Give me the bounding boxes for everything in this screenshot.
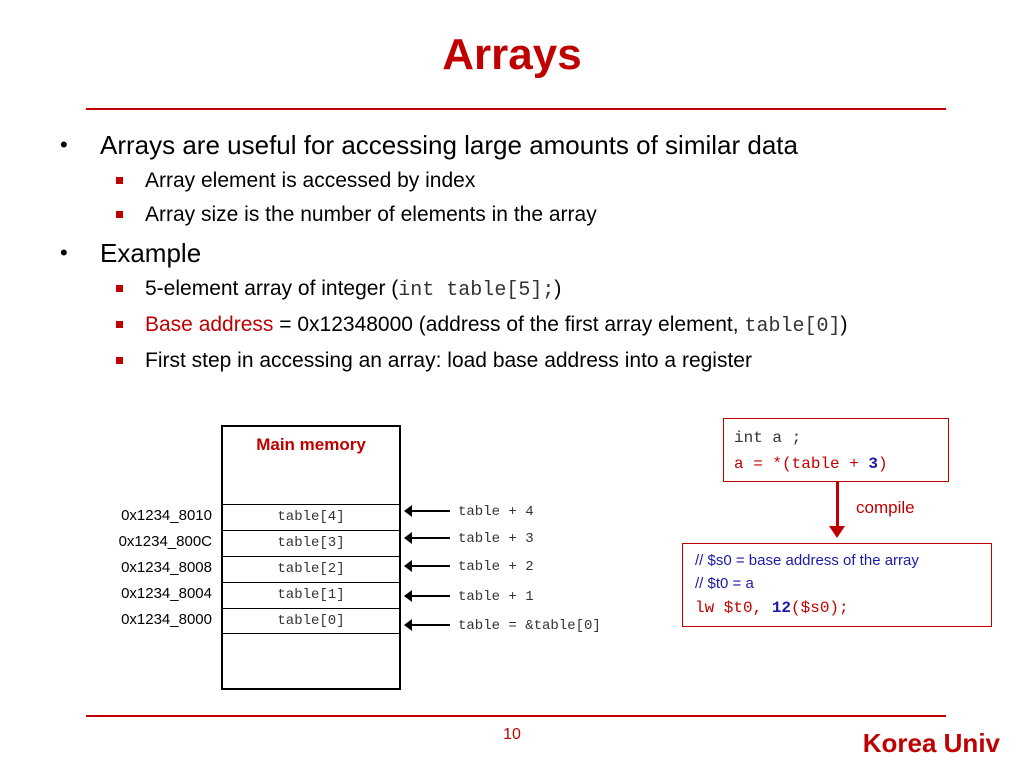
pointer-label: table + 4 <box>458 504 534 520</box>
memory-cell: table[3] <box>223 530 399 556</box>
assembly-code-box: // $s0 = base address of the array // $t… <box>682 543 992 627</box>
pointer-annotation: table = &table[0] <box>404 616 601 636</box>
slide-title: Arrays <box>442 30 582 79</box>
inline-code: table[0] <box>744 315 841 338</box>
asm-fragment: ($s0); <box>791 599 849 617</box>
memory-address: 0x1234_800C <box>118 533 212 550</box>
code-line: a = *(table + 3) <box>734 451 938 477</box>
sub-bullet-text: 5-element array of integer ( <box>145 277 399 300</box>
footer-brand: Korea Univ <box>862 728 1000 758</box>
memory-address: 0x1234_8000 <box>121 611 212 628</box>
memory-address: 0x1234_8004 <box>121 585 212 602</box>
code-fragment: a = *(table + <box>734 455 869 473</box>
memory-cell: table[0] <box>223 608 399 634</box>
sub-bullet-text: ) <box>840 313 848 336</box>
bullet-dot-icon: • <box>60 240 68 265</box>
bullet-list: • Arrays are useful for accessing large … <box>58 126 998 376</box>
pointer-annotation: table + 2 <box>404 557 534 577</box>
asm-comment: // $t0 = a <box>695 575 754 592</box>
square-bullet-icon <box>116 321 123 328</box>
memory-address: 0x1234_8008 <box>121 559 212 576</box>
bullet-item: • Example <box>58 236 998 270</box>
code-number: 3 <box>868 455 879 473</box>
pointer-annotation: table + 1 <box>404 587 534 607</box>
pointer-annotation: table + 4 <box>404 502 534 522</box>
sub-bullet-item: Array element is accessed by index <box>58 166 998 196</box>
pointer-label: table + 2 <box>458 559 534 575</box>
sub-bullet-text: Array element is accessed by index <box>145 169 476 192</box>
code-fragment: ) <box>878 455 888 473</box>
sub-bullet-text: Array size is the number of elements in … <box>145 203 597 226</box>
highlight-term: Base address <box>145 313 274 336</box>
main-memory-box: Main memory table[4] table[3] table[2] t… <box>221 425 401 690</box>
down-arrow-icon <box>829 482 845 538</box>
left-arrow-icon <box>404 590 450 603</box>
bullet-dot-icon: • <box>60 132 68 157</box>
c-code-box: int a ; a = *(table + 3) <box>723 418 949 482</box>
left-arrow-icon <box>404 619 450 632</box>
left-arrow-icon <box>404 560 450 573</box>
pointer-annotation: table + 3 <box>404 529 534 549</box>
footer-divider <box>86 715 946 717</box>
square-bullet-icon <box>116 211 123 218</box>
asm-fragment: lw $t0, <box>695 599 772 617</box>
square-bullet-icon <box>116 177 123 184</box>
sub-bullet-item: First step in accessing an array: load b… <box>58 346 998 376</box>
bullet-text: Arrays are useful for accessing large am… <box>100 130 798 160</box>
code-line: int a ; <box>734 429 802 447</box>
memory-address: 0x1234_8010 <box>121 507 212 524</box>
compile-label: compile <box>856 498 915 517</box>
sub-bullet-item: Array size is the number of elements in … <box>58 200 998 230</box>
memory-cell: table[1] <box>223 582 399 608</box>
inline-code: int table[5]; <box>398 279 555 302</box>
memory-cell: table[2] <box>223 556 399 582</box>
pointer-label: table + 1 <box>458 589 534 605</box>
left-arrow-icon <box>404 505 450 518</box>
sub-bullet-text: First step in accessing an array: load b… <box>145 349 752 372</box>
pointer-label: table = &table[0] <box>458 618 601 634</box>
memory-cell: table[4] <box>223 504 399 530</box>
left-arrow-icon <box>404 532 450 545</box>
asm-comment: // $s0 = base address of the array <box>695 552 919 569</box>
sub-bullet-item: Base address = 0x12348000 (address of th… <box>58 310 998 342</box>
sub-bullet-text: ) <box>554 277 562 300</box>
asm-offset: 12 <box>771 599 792 617</box>
page-number: 10 <box>503 726 521 743</box>
sub-bullet-item: 5-element array of integer (int table[5]… <box>58 274 998 306</box>
asm-instruction: lw $t0, 12($s0); <box>695 595 979 621</box>
sub-bullet-text: = 0x12348000 (address of the first array… <box>273 313 745 336</box>
square-bullet-icon <box>116 357 123 364</box>
pointer-label: table + 3 <box>458 531 534 547</box>
bullet-item: • Arrays are useful for accessing large … <box>58 128 998 162</box>
square-bullet-icon <box>116 285 123 292</box>
title-divider <box>86 108 946 110</box>
memory-title: Main memory <box>256 435 366 454</box>
bullet-text: Example <box>100 238 202 268</box>
